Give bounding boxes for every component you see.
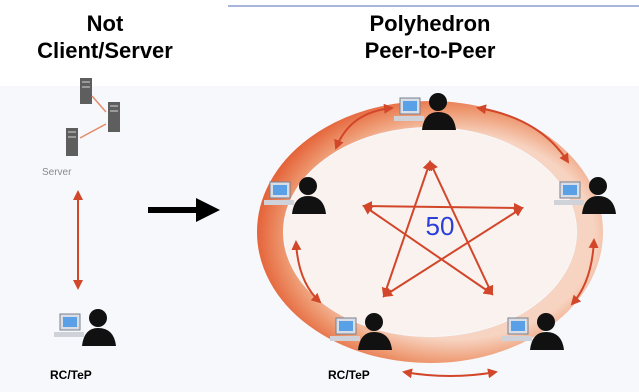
ring-arrow-top-right [476,104,570,164]
computer-user-icon [554,177,616,214]
server-rack-icon [66,78,120,156]
title-band [0,0,639,86]
peer-count-label: 50 [425,211,455,241]
computer-user-icon [502,313,564,350]
computer-user-icon [330,313,392,350]
ring-arrow-right [570,238,599,306]
right-title: Polyhedron Peer-to-Peer [330,10,530,64]
right-title-line1: Polyhedron [369,11,491,36]
server-label: Server [42,167,72,178]
right-arrow-icon [148,198,220,222]
left-caption: RC/TeP [50,368,92,382]
ring-arrows [291,103,599,379]
right-title-line2: Peer-to-Peer [364,38,496,63]
left-title-line1: Not [86,11,124,36]
right-caption: RC/TeP [328,368,370,382]
computer-user-icon [394,93,456,130]
computer-user-icon [264,177,326,214]
computer-user-icon [54,309,116,346]
peer-star [362,160,524,298]
left-title: Not Client/Server [10,10,200,64]
ring-arrow-top-left [334,103,394,150]
ring-arrow-bottom [402,368,498,379]
ring-arrow-left [291,240,322,304]
left-title-line2: Client/Server [37,38,173,63]
